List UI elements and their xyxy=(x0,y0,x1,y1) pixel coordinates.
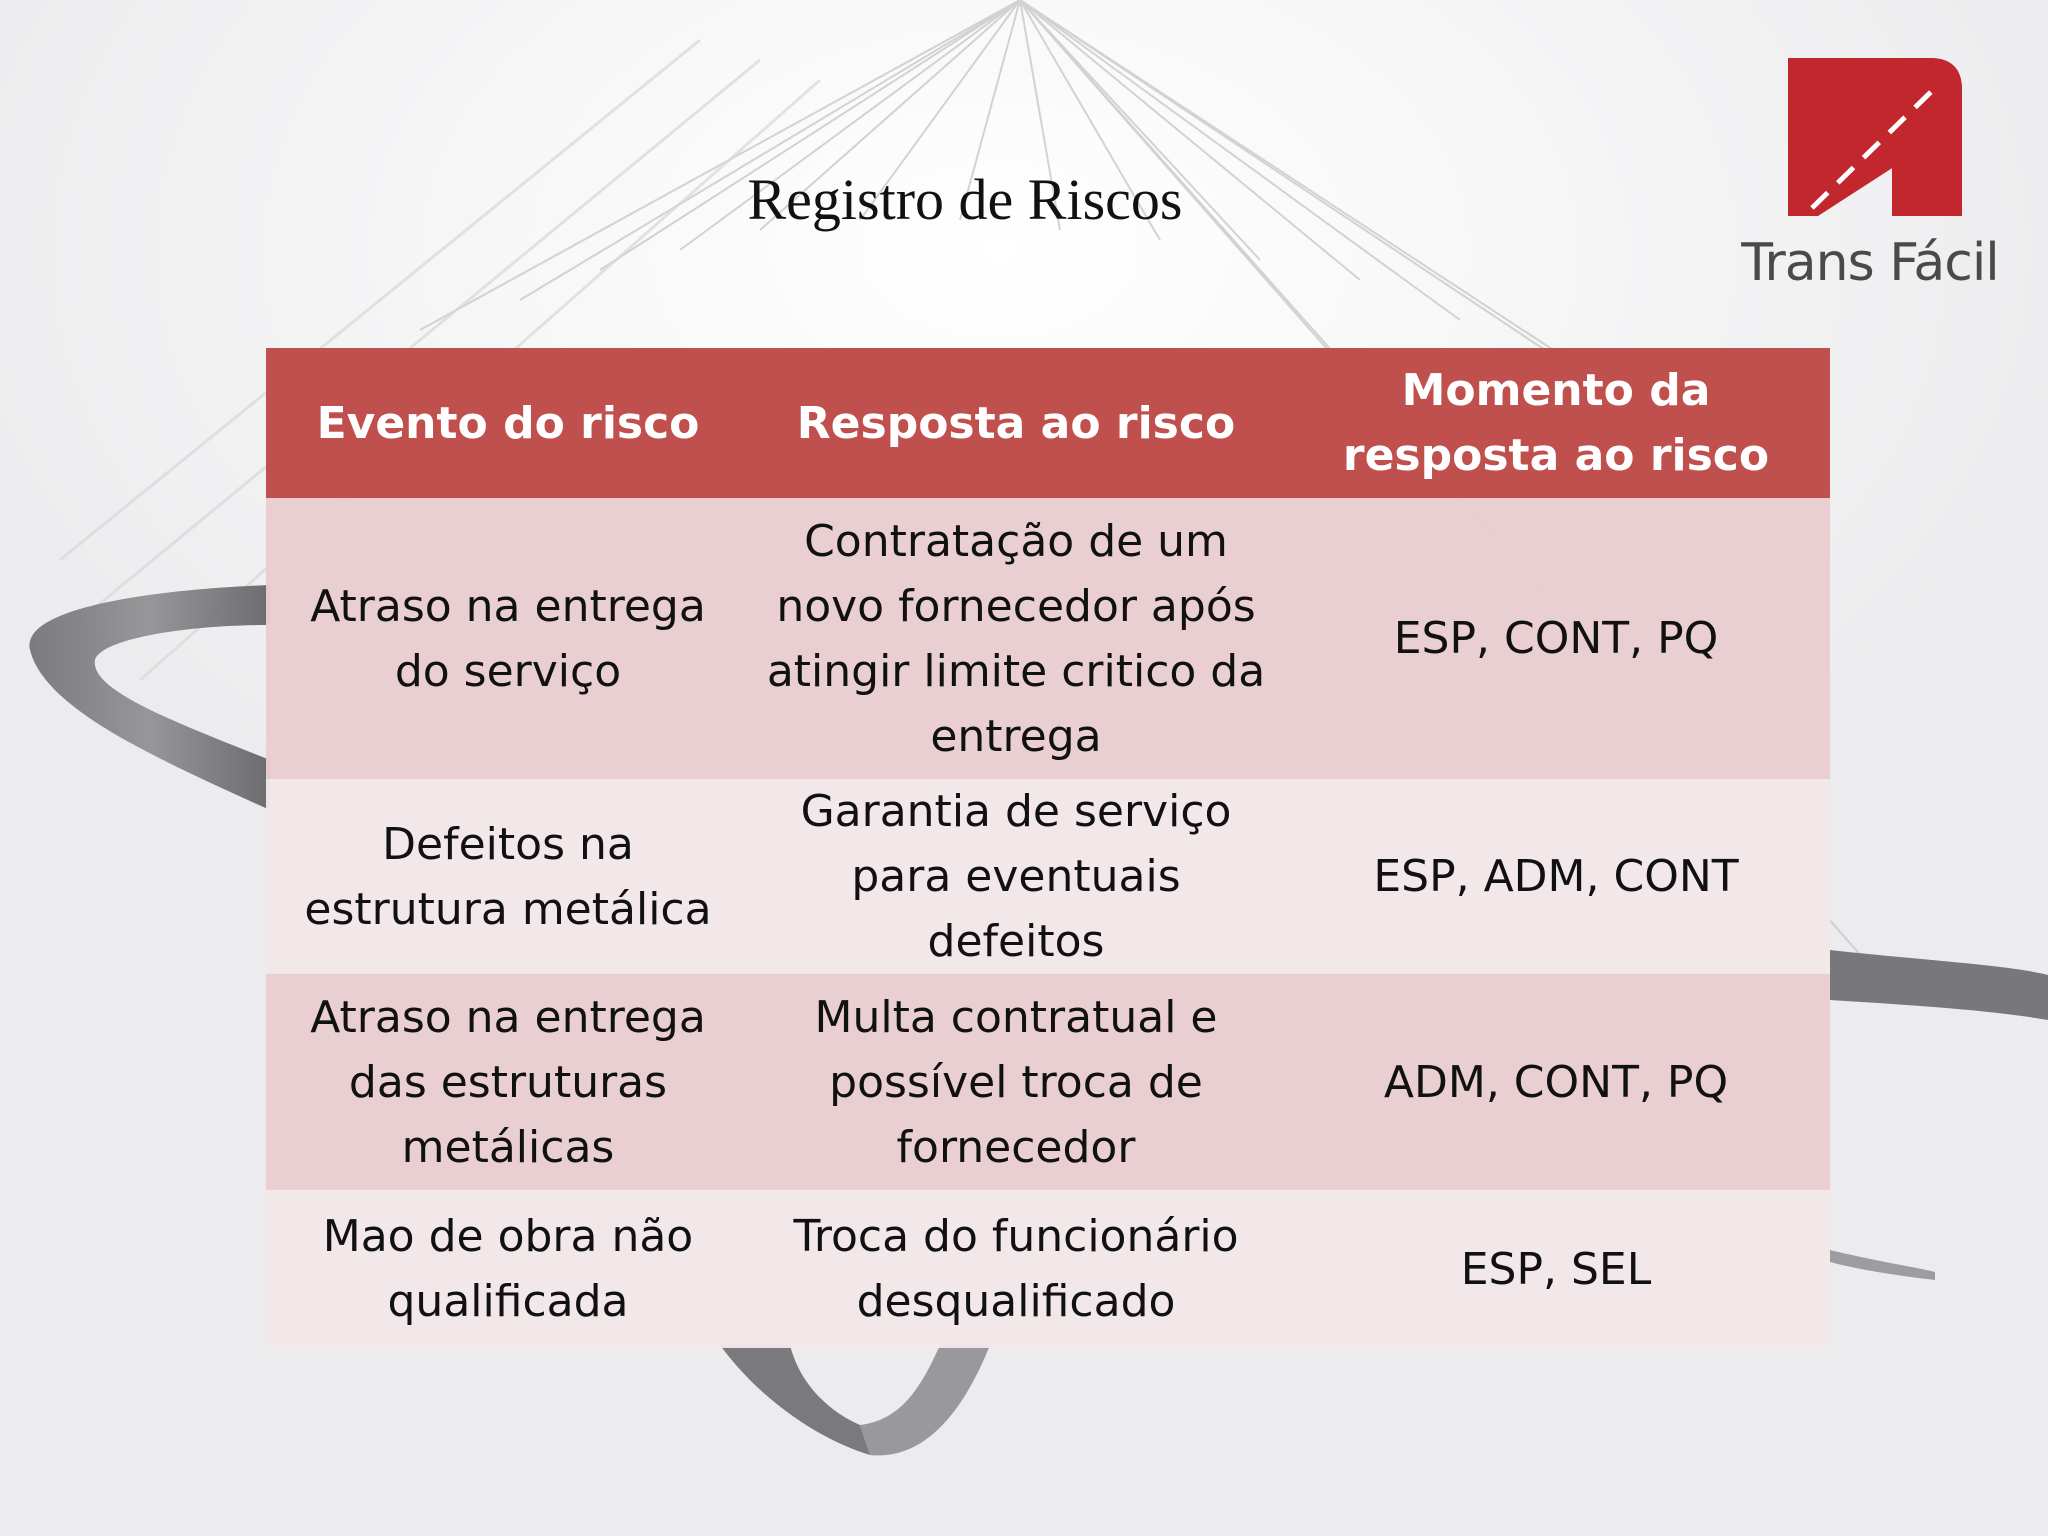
cell-resposta: Contratação de um novo fornecedor após a… xyxy=(750,498,1282,779)
table-row: Mao de obra não qualificada Troca do fun… xyxy=(266,1190,1830,1348)
cell-resposta: Garantia de serviço para eventuais defei… xyxy=(750,779,1282,974)
cell-evento: Atraso na entrega das estruturas metálic… xyxy=(266,974,750,1190)
cell-resposta: Troca do funcionário desqualificado xyxy=(750,1190,1282,1348)
table-header-row: Evento do risco Resposta ao risco Moment… xyxy=(266,348,1830,498)
arrow-road-icon xyxy=(1788,58,1962,216)
header-momento: Momento da resposta ao risco xyxy=(1282,348,1830,498)
risk-register-table: Evento do risco Resposta ao risco Moment… xyxy=(266,348,1830,1348)
cell-momento: ESP, ADM, CONT xyxy=(1282,779,1830,974)
cell-momento: ADM, CONT, PQ xyxy=(1282,974,1830,1190)
table-row: Atraso na entrega do serviço Contratação… xyxy=(266,498,1830,779)
slide-title: Registro de Riscos xyxy=(747,167,1183,232)
cell-momento: ESP, CONT, PQ xyxy=(1282,498,1830,779)
header-evento: Evento do risco xyxy=(266,348,750,498)
table-row: Atraso na entrega das estruturas metálic… xyxy=(266,974,1830,1190)
logo-text: Trans Fácil xyxy=(1741,233,1999,293)
cell-evento: Mao de obra não qualificada xyxy=(266,1190,750,1348)
trans-facil-logo: Trans Fácil xyxy=(1730,48,2010,308)
cell-resposta: Multa contratual e possível troca de for… xyxy=(750,974,1282,1190)
cell-evento: Atraso na entrega do serviço xyxy=(266,498,750,779)
cell-momento: ESP, SEL xyxy=(1282,1190,1830,1348)
cell-evento: Defeitos na estrutura metálica xyxy=(266,779,750,974)
header-resposta: Resposta ao risco xyxy=(750,348,1282,498)
table-row: Defeitos na estrutura metálica Garantia … xyxy=(266,779,1830,974)
